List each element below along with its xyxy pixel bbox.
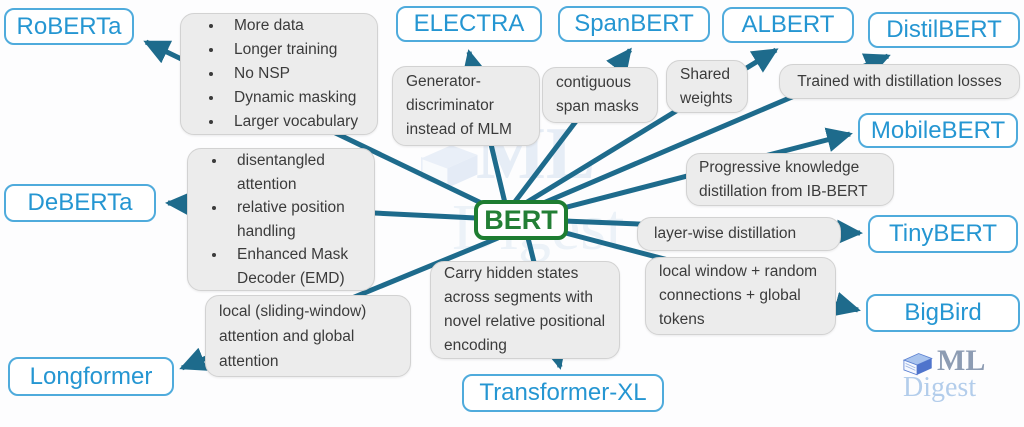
model-roberta: RoBERTa	[4, 8, 134, 45]
model-label: SpanBERT	[574, 10, 694, 37]
note-bullet: Dynamic masking	[224, 86, 364, 110]
note-albert: Shared weights	[666, 60, 748, 113]
note-deberta: disentangled attention relative position…	[187, 148, 375, 291]
note-bullet: relative position handling	[227, 196, 361, 243]
model-label: TinyBERT	[888, 220, 998, 247]
model-albert: ALBERT	[722, 7, 854, 43]
note-text: Progressive knowledge distillation from …	[699, 158, 868, 200]
note-bullet: Larger vocabulary	[224, 110, 364, 134]
note-text: local (sliding-window) attention and glo…	[219, 302, 367, 370]
note-deberta-list: disentangled attention relative position…	[201, 149, 361, 290]
model-longformer: Longformer	[8, 357, 174, 396]
note-text: contiguous span masks	[556, 74, 639, 115]
note-longformer: local (sliding-window) attention and glo…	[205, 295, 411, 377]
note-text: Carry hidden states across segments with…	[444, 265, 606, 354]
note-bullet: Longer training	[224, 38, 364, 62]
note-tinybert: layer-wise distillation	[637, 217, 841, 251]
note-bullet: More data	[224, 14, 364, 38]
model-label: Longformer	[29, 362, 153, 390]
note-transformerxl: Carry hidden states across segments with…	[430, 261, 620, 359]
model-distilbert: DistilBERT	[868, 12, 1020, 48]
model-mobilebert: MobileBERT	[858, 113, 1018, 148]
note-distilbert: Trained with distillation losses	[779, 64, 1020, 99]
note-spanbert: contiguous span masks	[542, 67, 658, 123]
model-label: RoBERTa	[16, 12, 122, 40]
model-tinybert: TinyBERT	[868, 215, 1018, 253]
note-text: local window + random connections + glob…	[659, 263, 818, 328]
model-label: MobileBERT	[870, 116, 1006, 144]
model-electra: ELECTRA	[396, 6, 542, 42]
model-label: ALBERT	[741, 11, 835, 38]
note-roberta-list: More data Longer training No NSP Dynamic…	[194, 14, 364, 134]
center-node-bert: BERT	[474, 200, 568, 240]
model-label: ELECTRA	[413, 10, 525, 37]
model-label: DistilBERT	[886, 16, 1002, 43]
note-roberta: More data Longer training No NSP Dynamic…	[180, 13, 378, 135]
note-text: layer-wise distillation	[654, 225, 797, 242]
note-text: Generator-discriminator instead of MLM	[406, 73, 512, 138]
note-bullet: disentangled attention	[227, 149, 361, 196]
note-mobilebert: Progressive knowledge distillation from …	[686, 153, 894, 206]
note-text: Trained with distillation losses	[797, 72, 1002, 90]
model-transformerxl: Transformer-XL	[462, 374, 664, 412]
model-deberta: DeBERTa	[4, 184, 156, 222]
model-spanbert: SpanBERT	[558, 6, 710, 42]
model-bigbird: BigBird	[866, 294, 1020, 332]
note-bullet: Enhanced Mask Decoder (EMD)	[227, 243, 361, 290]
model-label: DeBERTa	[27, 189, 133, 216]
model-label: BigBird	[904, 299, 982, 326]
note-electra: Generator-discriminator instead of MLM	[392, 66, 540, 146]
note-text: Shared weights	[680, 65, 733, 107]
model-label: Transformer-XL	[479, 379, 647, 406]
note-bullet: No NSP	[224, 62, 364, 86]
bert-label: BERT	[484, 204, 558, 235]
note-bigbird: local window + random connections + glob…	[645, 257, 836, 335]
